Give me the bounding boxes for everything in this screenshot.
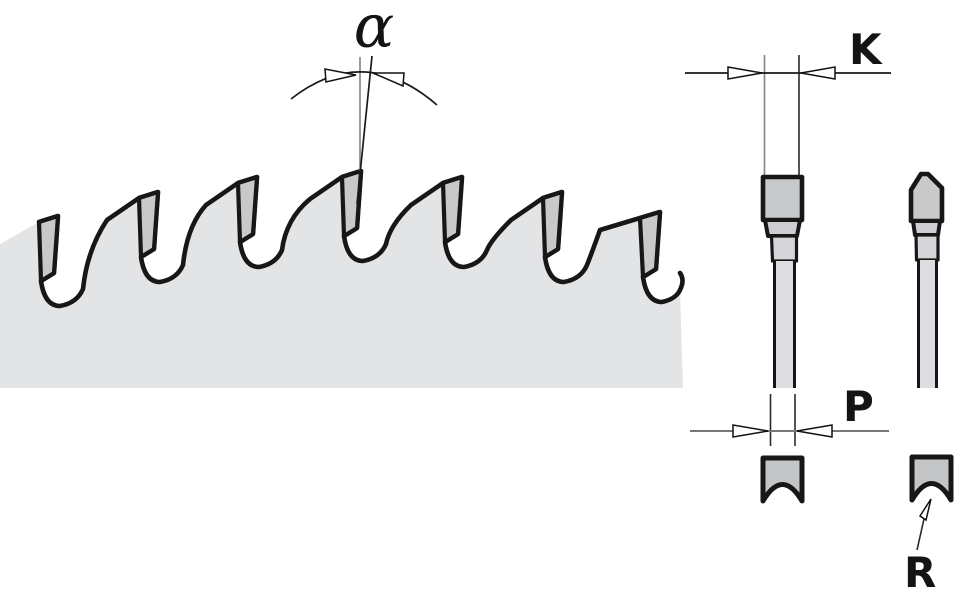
- carbide-tip-5: [440, 174, 465, 245]
- pointed-tooth-band: [911, 219, 942, 237]
- radius-block-right: [909, 454, 954, 503]
- flat-tooth-neck: [769, 234, 799, 263]
- flat-tooth-plate: [774, 261, 795, 388]
- tooth-front-view-flat: [760, 174, 805, 388]
- carbide-tip-3: [235, 174, 260, 245]
- plate-label: P: [843, 382, 874, 431]
- radius-arrow-head: [918, 498, 932, 522]
- flat-tooth-carbide-block: [760, 174, 805, 223]
- radius-arrow-tail: [916, 518, 925, 551]
- carbide-tip-4: [339, 168, 364, 239]
- radius-block-left: [760, 455, 805, 504]
- angle-arrow-left: [324, 68, 357, 83]
- plate-arrow-right: [796, 424, 833, 438]
- angle-arc: [290, 71, 438, 106]
- carbide-tip-2: [136, 189, 161, 260]
- pointed-tooth-neck: [914, 233, 940, 262]
- blade-body: [0, 171, 683, 388]
- blade-toothed-outline: [36, 168, 685, 309]
- kerf-arrow-left: [727, 66, 763, 80]
- alpha-label: α: [354, 0, 395, 62]
- gullet-radius-figure: R: [760, 454, 954, 597]
- angle-arrow-right: [372, 72, 405, 88]
- kerf-dimension: K: [685, 25, 891, 175]
- pointed-tooth-carbide-block: [908, 171, 945, 224]
- pointed-tooth-plate: [918, 260, 937, 388]
- carbide-tip-1: [36, 213, 61, 284]
- tooth-front-view-pointed: [908, 171, 945, 388]
- hook-angle-dimension: α: [290, 0, 438, 205]
- kerf-label: K: [849, 25, 883, 74]
- carbide-tip-6: [540, 189, 565, 260]
- carbide-tip-7: [637, 209, 663, 280]
- kerf-arrow-right: [800, 66, 836, 80]
- saw-blade-side-profile: [0, 168, 685, 388]
- radius-label: R: [904, 548, 936, 597]
- angle-tooth-face-line: [356, 55, 373, 205]
- plate-arrow-left: [732, 424, 769, 438]
- flat-tooth-band: [763, 218, 802, 238]
- plate-thickness-dimension: P: [690, 382, 889, 446]
